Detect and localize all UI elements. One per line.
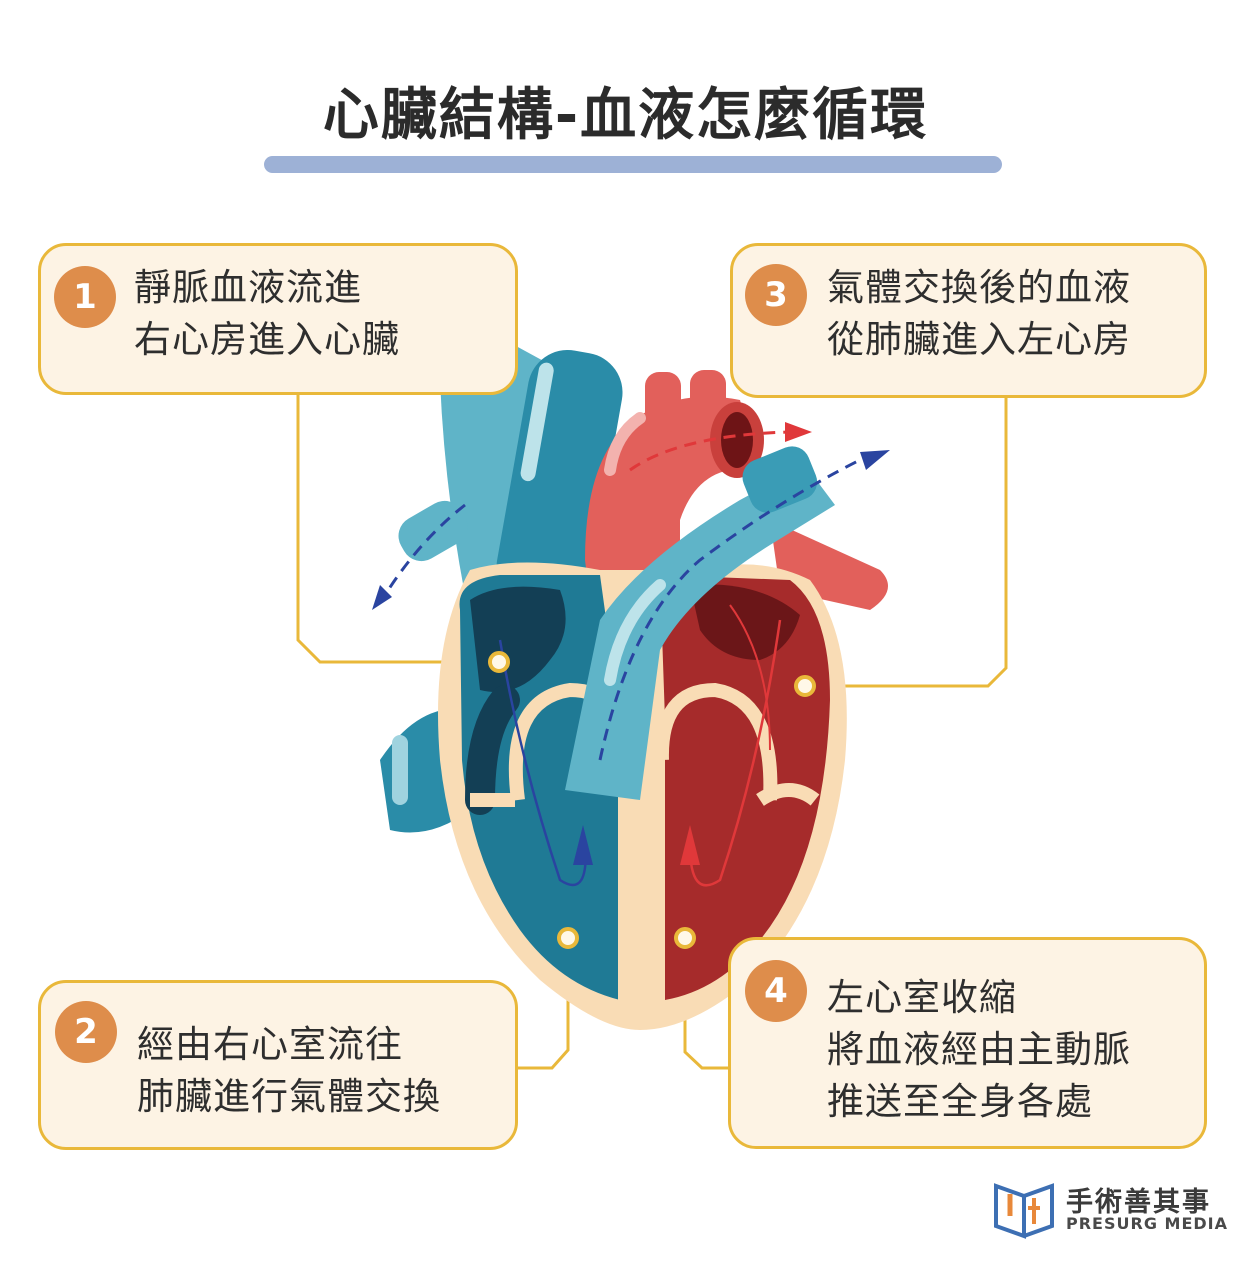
brand-logo-icon	[994, 1183, 1054, 1239]
step-card-4: 4 左心室收縮 將血液經由主動脈 推送至全身各處	[728, 937, 1207, 1149]
step-1-line-2: 右心房進入心臟	[134, 318, 400, 361]
step-badge-3: 3	[745, 264, 807, 326]
callout-dots	[488, 651, 816, 949]
step-badge-1: 1	[54, 266, 116, 328]
callout-line-1	[296, 395, 498, 664]
step-2-line-1: 經由右心室流往	[137, 1023, 403, 1066]
callout-line-3	[805, 398, 1008, 688]
step-text-1: 靜脈血液流進 右心房進入心臟	[134, 262, 400, 366]
step-card-3: 3 氣體交換後的血液 從肺臟進入左心房	[730, 243, 1207, 398]
step-badge-2: 2	[55, 1001, 117, 1063]
brand-name-zh: 手術善其事	[1066, 1187, 1211, 1218]
step-1-line-1: 靜脈血液流進	[134, 266, 362, 309]
title-underline	[264, 156, 1002, 173]
step-3-line-1: 氣體交換後的血液	[827, 266, 1131, 309]
step-4-line-2: 將血液經由主動脈	[827, 1028, 1131, 1071]
step-card-1: 1 靜脈血液流進 右心房進入心臟	[38, 243, 518, 395]
step-4-line-1: 左心室收縮	[827, 976, 1017, 1019]
step-badge-4: 4	[745, 960, 807, 1022]
step-4-line-3: 推送至全身各處	[827, 1080, 1093, 1123]
callout-lines	[296, 395, 1008, 1070]
aorta	[585, 370, 888, 610]
step-card-2: 2 經由右心室流往 肺臟進行氣體交換	[38, 980, 518, 1150]
left-chambers	[660, 575, 830, 1000]
step-text-2: 經由右心室流往 肺臟進行氣體交換	[137, 1019, 441, 1123]
step-text-3: 氣體交換後的血液 從肺臟進入左心房	[827, 262, 1131, 366]
brand-name-en: PRESURG MEDIA	[1066, 1214, 1228, 1233]
step-2-line-2: 肺臟進行氣體交換	[137, 1075, 441, 1118]
page-title: 心臟結構-血液怎麼循環	[322, 83, 929, 148]
blood-flow-arrows	[372, 422, 890, 887]
pulmonary-artery	[565, 465, 835, 800]
valves	[470, 682, 820, 807]
step-text-4: 左心室收縮 將血液經由主動脈 推送至全身各處	[827, 972, 1131, 1128]
step-3-line-2: 從肺臟進入左心房	[827, 318, 1131, 361]
